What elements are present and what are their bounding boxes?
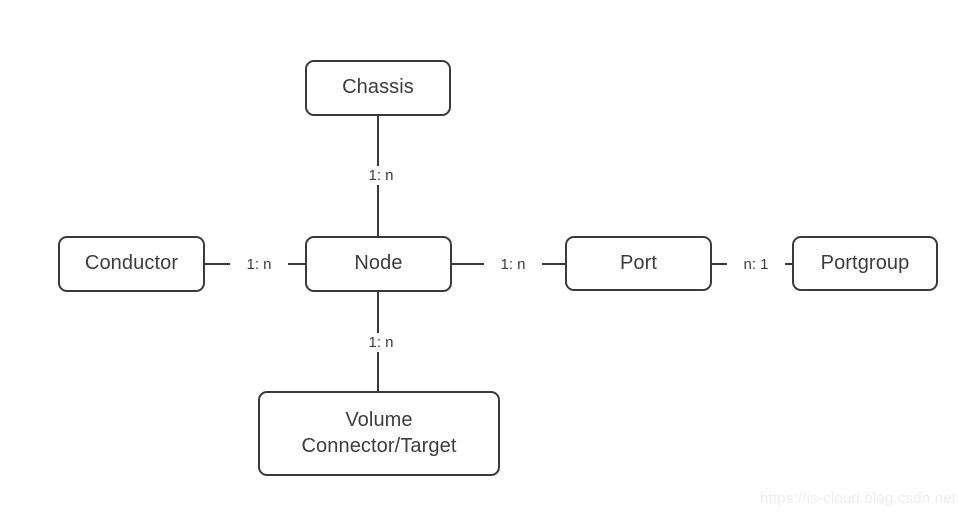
edge-label-conductor-node: 1: n bbox=[230, 255, 288, 274]
watermark-text: https://is-cloud.blog.csdn.net bbox=[760, 490, 957, 507]
entity-box-port[interactable]: Port bbox=[565, 236, 712, 291]
entity-box-conductor[interactable]: Conductor bbox=[58, 236, 205, 292]
edge-label-node-volume: 1: n bbox=[352, 333, 410, 352]
edge-label-chassis-node: 1: n bbox=[352, 166, 410, 185]
edge-label-port-portgroup: n: 1 bbox=[727, 255, 785, 274]
edge-label-node-port: 1: n bbox=[484, 255, 542, 274]
entity-box-volume-connector-target[interactable]: Volume Connector/Target bbox=[258, 391, 500, 476]
entity-box-chassis[interactable]: Chassis bbox=[305, 60, 451, 116]
entity-box-node[interactable]: Node bbox=[305, 236, 452, 292]
entity-box-portgroup[interactable]: Portgroup bbox=[792, 236, 938, 291]
